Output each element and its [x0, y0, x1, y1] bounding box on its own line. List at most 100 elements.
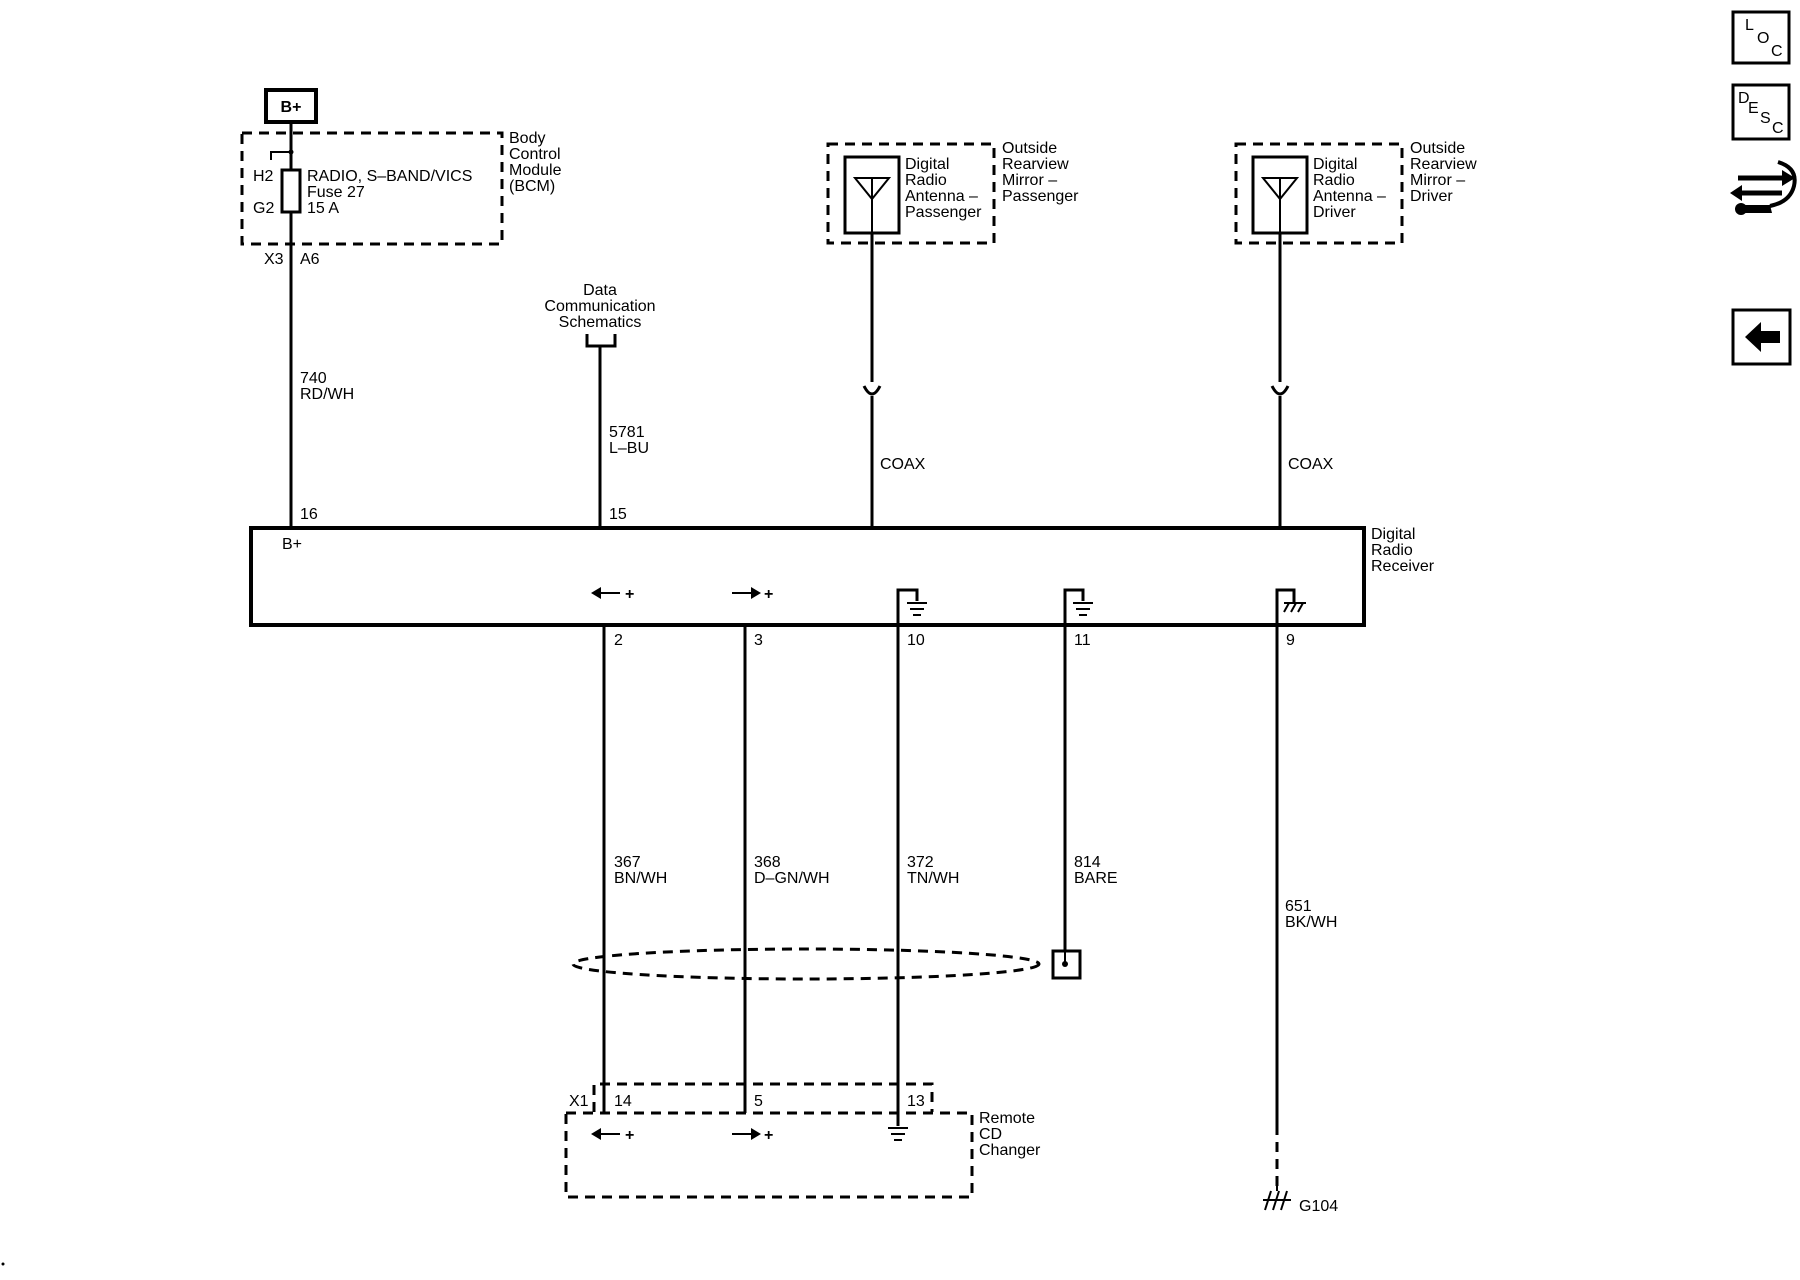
- svg-text:Outside: Outside: [1410, 140, 1465, 157]
- svg-text:Rearview: Rearview: [1410, 156, 1477, 173]
- pin-15: 15: [609, 506, 627, 523]
- signal-ground-icon: [888, 1127, 908, 1141]
- svg-text:651: 651: [1285, 898, 1312, 915]
- svg-text:Communication: Communication: [544, 298, 655, 315]
- svg-text:Radio: Radio: [905, 172, 947, 189]
- svg-text:Mirror –: Mirror –: [1410, 172, 1465, 189]
- bcm-name-line1: Body: [509, 130, 545, 147]
- svg-text:CD: CD: [979, 1126, 1002, 1143]
- bplus-source: B+: [264, 88, 318, 140]
- desc-button[interactable]: D E S C: [1731, 83, 1791, 141]
- loc-button[interactable]: L O C: [1731, 10, 1791, 65]
- bcm-name-line4: (BCM): [509, 178, 555, 195]
- back-arrow-icon: [1745, 322, 1780, 352]
- chassis-ground-icon: [1275, 588, 1306, 625]
- svg-text:Radio: Radio: [1371, 542, 1413, 559]
- wire-5781-circuit: 5781: [609, 424, 645, 441]
- drain-ground-icon: [1063, 588, 1093, 625]
- svg-text:Antenna –: Antenna –: [905, 188, 978, 205]
- corner-mark: [1, 1262, 5, 1266]
- svg-text:+: +: [764, 586, 773, 603]
- pin-h2: H2: [253, 168, 274, 185]
- loc-icon: [1731, 10, 1791, 65]
- shield-twisted-pair: [571, 947, 1082, 981]
- connector-x1: X1: [569, 1093, 589, 1110]
- wire-740: 740 RD/WH: [300, 370, 354, 403]
- svg-text:Antenna –: Antenna –: [1313, 188, 1386, 205]
- digital-radio-receiver: Digital Radio Receiver B+ 16 15 + +: [249, 506, 1435, 649]
- fuse-label-line2: Fuse 27: [307, 184, 365, 201]
- svg-text:368: 368: [754, 854, 781, 871]
- wire-651: 651 BK/WH: [1275, 625, 1337, 1186]
- svg-text:Radio: Radio: [1313, 172, 1355, 189]
- svg-text:O: O: [1757, 30, 1769, 47]
- svg-text:+: +: [625, 586, 634, 603]
- svg-text:740: 740: [300, 370, 327, 387]
- ground-g104: G104: [1263, 1186, 1338, 1215]
- audio-input-arrow-icon: +: [732, 1127, 773, 1144]
- pin-9: 9: [1286, 632, 1295, 649]
- wire-814: 814 BARE: [1063, 625, 1118, 950]
- signal-ground-icon: [896, 588, 927, 625]
- svg-text:Driver: Driver: [1410, 188, 1453, 205]
- wire-367: 367 BN/WH: [602, 625, 667, 1113]
- svg-text:Remote: Remote: [979, 1110, 1035, 1127]
- svg-text:E: E: [1748, 100, 1759, 117]
- pin-14: 14: [614, 1093, 632, 1110]
- connector-tool-button[interactable]: [1730, 160, 1797, 215]
- desc-icon: [1731, 83, 1791, 141]
- wire-5781-color: L–BU: [609, 440, 649, 457]
- svg-text:Digital: Digital: [1371, 526, 1415, 543]
- audio-output-arrow-icon: +: [591, 1127, 634, 1144]
- bcm-name-line2: Control: [509, 146, 561, 163]
- pin-3: 3: [754, 632, 763, 649]
- audio-output-arrow-icon: +: [732, 586, 773, 603]
- pin-16: 16: [300, 506, 318, 523]
- antenna-icon: [852, 177, 892, 233]
- svg-text:D–GN/WH: D–GN/WH: [754, 870, 830, 887]
- fuse-symbol: [280, 168, 302, 214]
- svg-text:D: D: [1738, 90, 1750, 107]
- coax-passenger-label: COAX: [880, 456, 926, 473]
- pin-13: 13: [907, 1093, 925, 1110]
- wire-372: 372 TN/WH: [896, 625, 959, 1113]
- svg-text:G104: G104: [1299, 1198, 1338, 1215]
- bcm-name-line3: Module: [509, 162, 562, 179]
- pin-5: 5: [754, 1093, 763, 1110]
- svg-text:Passenger: Passenger: [905, 204, 982, 221]
- svg-text:Passenger: Passenger: [1002, 188, 1079, 205]
- svg-text:BARE: BARE: [1074, 870, 1118, 887]
- bplus-label: B+: [281, 99, 302, 116]
- svg-text:Receiver: Receiver: [1371, 558, 1435, 575]
- connector-tool-icon: [1730, 160, 1797, 215]
- svg-text:814: 814: [1074, 854, 1101, 871]
- svg-text:C: C: [1772, 120, 1784, 137]
- fuse-label-line1: RADIO, S–BAND/VICS: [307, 168, 472, 185]
- coax-connector-icon: [862, 385, 882, 396]
- svg-text:367: 367: [614, 854, 641, 871]
- pin-11: 11: [1074, 632, 1091, 649]
- svg-text:+: +: [764, 1127, 773, 1144]
- back-button[interactable]: [1731, 308, 1792, 366]
- svg-text:372: 372: [907, 854, 934, 871]
- chassis-ground-icon: [1263, 1186, 1291, 1211]
- svg-text:S: S: [1760, 110, 1771, 127]
- audio-input-arrow-icon: +: [591, 586, 634, 603]
- svg-text:Schematics: Schematics: [559, 314, 642, 331]
- svg-text:TN/WH: TN/WH: [907, 870, 959, 887]
- wire-368: 368 D–GN/WH: [743, 625, 830, 1113]
- antenna-passenger: Digital Radio Antenna – Passenger Outsid…: [826, 140, 1079, 526]
- svg-text:BN/WH: BN/WH: [614, 870, 667, 887]
- svg-text:Rearview: Rearview: [1002, 156, 1069, 173]
- antenna-driver: Digital Radio Antenna – Driver Outside R…: [1234, 140, 1477, 526]
- pin-g2: G2: [253, 200, 274, 217]
- svg-text:Outside: Outside: [1002, 140, 1057, 157]
- svg-text:+: +: [625, 1127, 634, 1144]
- svg-text:L: L: [1745, 17, 1754, 34]
- svg-text:BK/WH: BK/WH: [1285, 914, 1337, 931]
- coax-connector-icon: [1270, 385, 1290, 396]
- svg-text:Mirror –: Mirror –: [1002, 172, 1057, 189]
- svg-text:Driver: Driver: [1313, 204, 1356, 221]
- svg-text:Digital: Digital: [905, 156, 949, 173]
